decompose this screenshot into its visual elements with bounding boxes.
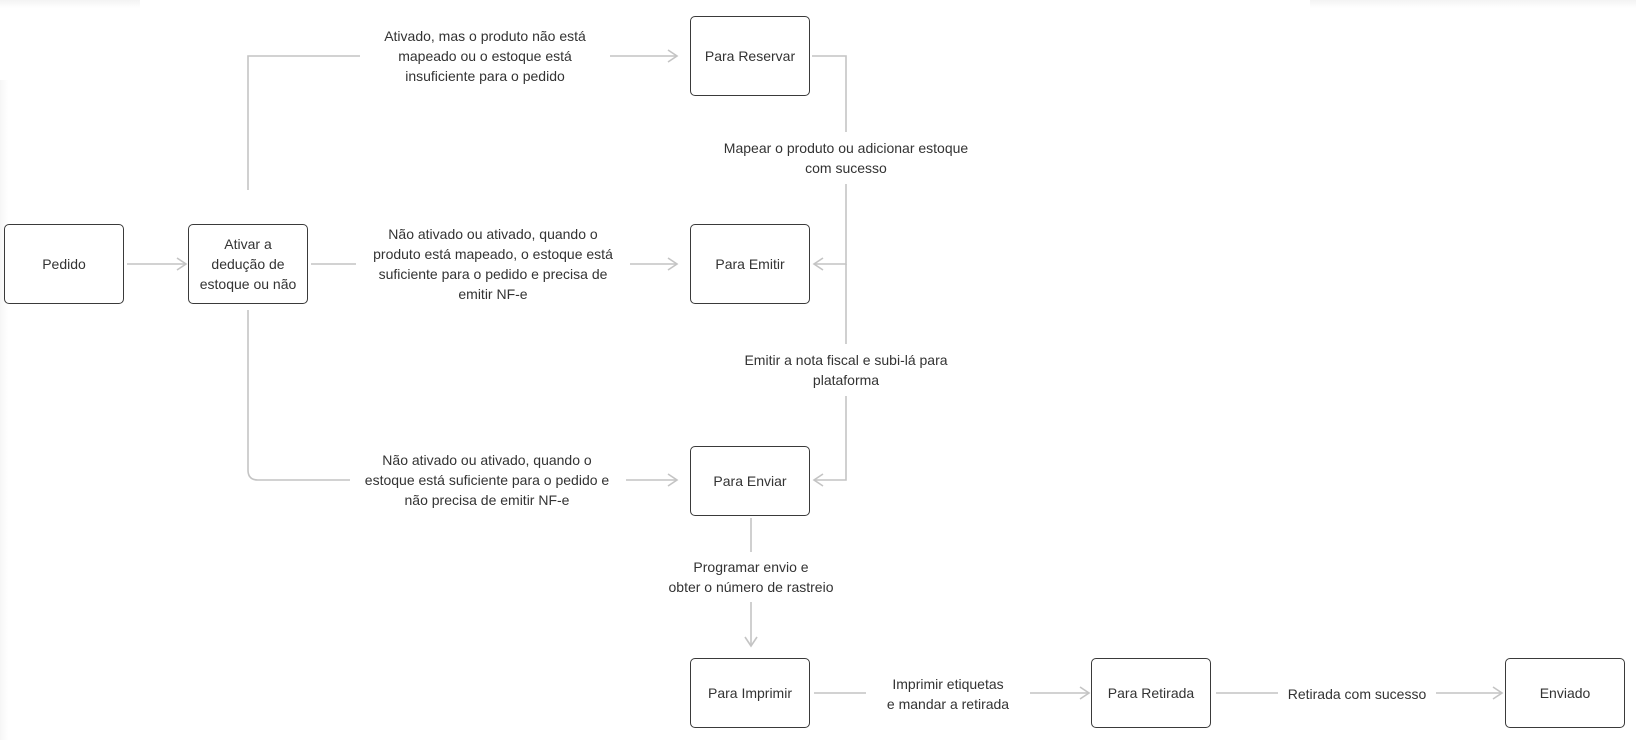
- edge-ativar-reservar: [247, 55, 370, 190]
- node-enviado: Enviado: [1505, 658, 1625, 728]
- node-para-reservar: Para Reservar: [690, 16, 810, 96]
- label-to-reservar: Ativado, mas o produto não está mapeado …: [360, 26, 610, 86]
- label-emitir-to-enviar: Emitir a nota fiscal e subi-lá para plat…: [726, 350, 966, 390]
- left-edge-shadow: [0, 80, 8, 740]
- edge-emitir-enviar-arrow: [812, 396, 847, 487]
- node-para-emitir: Para Emitir: [690, 224, 810, 304]
- label-to-enviar: Não ativado ou ativado, quando o estoque…: [352, 450, 622, 510]
- node-para-imprimir: Para Imprimir: [690, 658, 810, 728]
- label-to-emitir: Não ativado ou ativado, quando o produto…: [356, 224, 630, 304]
- label-reservar-to-emitir: Mapear o produto ou adicionar estoque co…: [710, 138, 982, 178]
- label-retirada-to-enviado: Retirada com sucesso: [1278, 684, 1436, 704]
- edge-reservar-emitir: [812, 55, 847, 132]
- node-ativar-deducao: Ativar a dedução de estoque ou não: [188, 224, 308, 304]
- top-left-shadow: [0, 0, 140, 8]
- node-para-retirada: Para Retirada: [1091, 658, 1211, 728]
- label-enviar-to-imprimir: Programar envio e obter o número de rast…: [656, 557, 846, 597]
- edge-reservar-emitir-arrow: [812, 184, 847, 271]
- top-right-shadow: [1310, 0, 1636, 8]
- label-imprimir-to-retirada: Imprimir etiquetas e mandar a retirada: [866, 674, 1030, 714]
- edge-ativar-enviar: [247, 310, 350, 481]
- node-pedido: Pedido: [4, 224, 124, 304]
- node-para-enviar: Para Enviar: [690, 446, 810, 516]
